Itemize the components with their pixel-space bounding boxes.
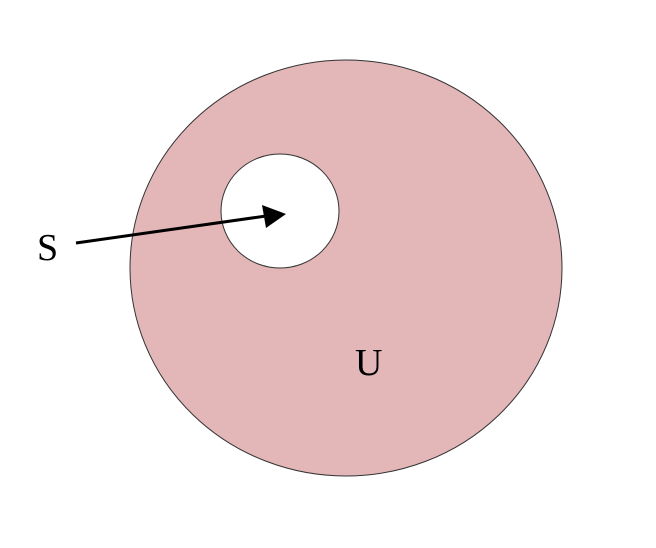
subset-label: S	[37, 227, 58, 269]
universal-set-label: U	[355, 342, 382, 384]
subset-circle	[220, 153, 340, 269]
arrowhead	[262, 205, 286, 228]
universal-set-circle	[129, 59, 563, 477]
arrow-right-icon	[75, 214, 267, 245]
